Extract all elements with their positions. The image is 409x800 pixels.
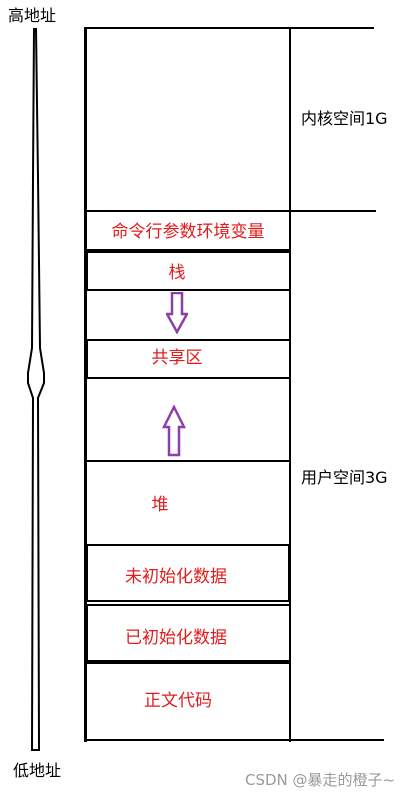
- address-axis: [27, 28, 45, 751]
- stack-grows-down-arrow: [166, 292, 188, 334]
- segment-data: 已初始化数据: [125, 628, 227, 648]
- high-address-label: 高地址: [8, 6, 57, 25]
- heap-grows-up-arrow: [162, 405, 186, 457]
- data-box: [86, 604, 291, 662]
- segment-bss: 未初始化数据: [125, 567, 227, 587]
- bss-box: [86, 544, 290, 602]
- stack-box: [86, 251, 291, 291]
- top-boundary-line: [84, 27, 374, 29]
- segment-shared: 共享区: [151, 348, 203, 368]
- low-address-label: 低地址: [13, 761, 62, 780]
- memory-right-edge: [289, 27, 291, 742]
- heap-top-line: [84, 460, 291, 462]
- text-top-line: [84, 662, 291, 664]
- shared-box: [86, 339, 291, 379]
- kernel-user-boundary-line: [84, 210, 376, 212]
- segment-cmdline-env: 命令行参数环境变量: [111, 222, 265, 242]
- watermark: CSDN @暴走的橙子~: [245, 771, 396, 789]
- segment-stack: 栈: [168, 263, 186, 283]
- segment-heap: 堆: [151, 495, 169, 515]
- kernel-space-label: 内核空间1G: [301, 109, 388, 128]
- segment-divider: [84, 249, 291, 251]
- memory-left-edge: [84, 27, 87, 742]
- bottom-boundary-line: [84, 739, 384, 741]
- segment-text: 正文代码: [144, 691, 212, 711]
- user-space-label: 用户空间3G: [301, 468, 388, 487]
